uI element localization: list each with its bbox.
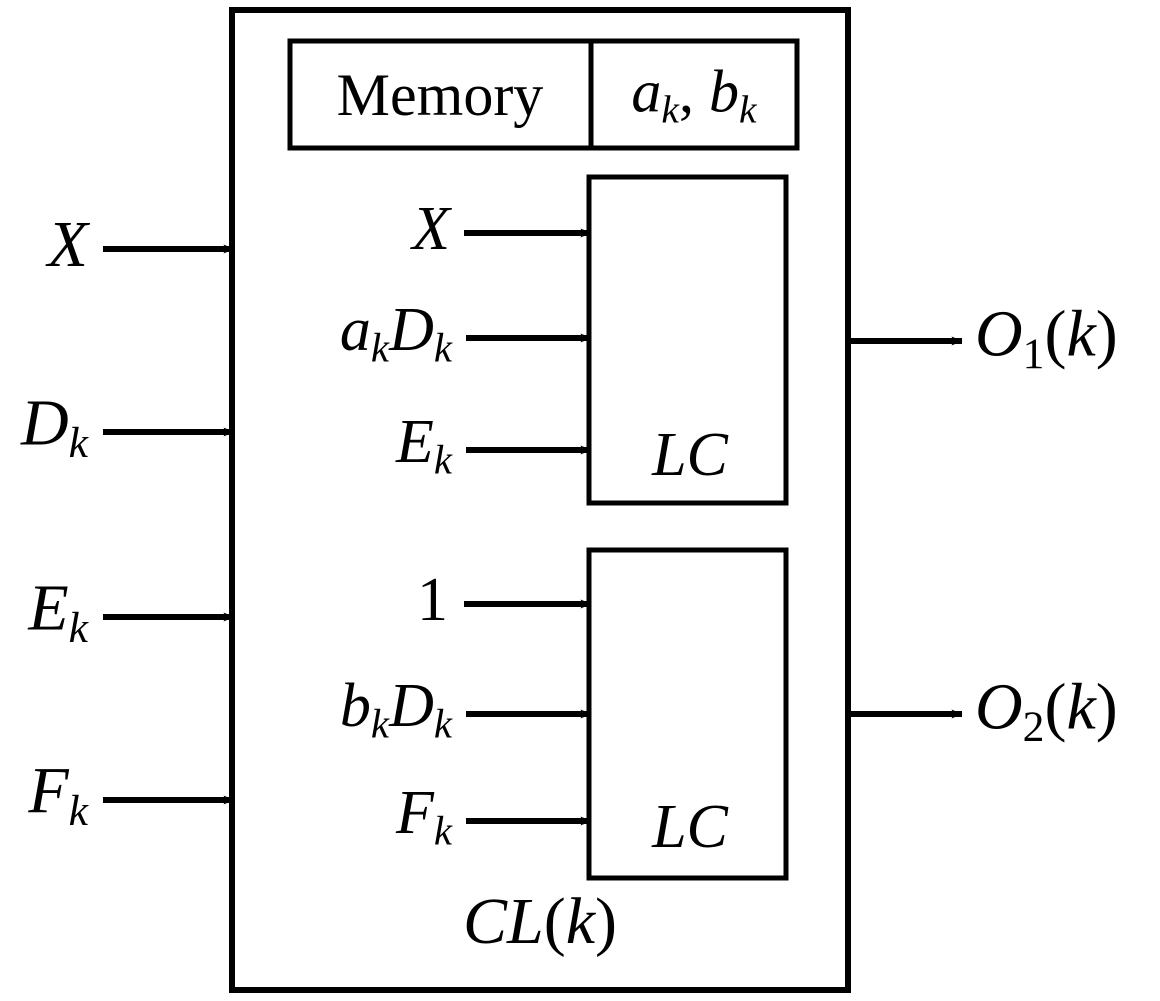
lower-lc-block-label: LC [652, 793, 728, 861]
external-input-label-x: X [47, 208, 88, 281]
memory-block [287, 38, 800, 151]
external-input-label-ek: Ek [28, 571, 88, 652]
lower-lc-input-label-one: 1 [417, 566, 448, 634]
memory-label-text: Memory [336, 62, 544, 128]
lower-lc-input-label-fk: Fk [395, 778, 452, 854]
external-output-label-o2: O2(k) [975, 670, 1118, 751]
memory-label: Memory [337, 65, 544, 125]
outer-block-cl [229, 7, 851, 993]
memory-coefficients-label: ak, bk [631, 62, 756, 131]
upper-lc-input-label-x: X [412, 195, 450, 263]
coefficient-separator: , [679, 58, 694, 125]
coefficient-a-k: ak [631, 58, 679, 132]
outer-block-caption: CL(k) [463, 885, 617, 958]
external-input-label-fk: Fk [28, 754, 88, 835]
upper-lc-input-label-akdk: akDk [339, 295, 452, 371]
lower-lc-input-label-bkdk: bkDk [339, 671, 452, 747]
upper-lc-input-label-ek: Ek [395, 407, 452, 483]
coefficient-b-k: bk [709, 58, 757, 132]
external-output-label-o1: O1(k) [975, 297, 1118, 378]
upper-lc-block-label: LC [652, 421, 728, 489]
external-input-label-dk: Dk [20, 386, 88, 467]
